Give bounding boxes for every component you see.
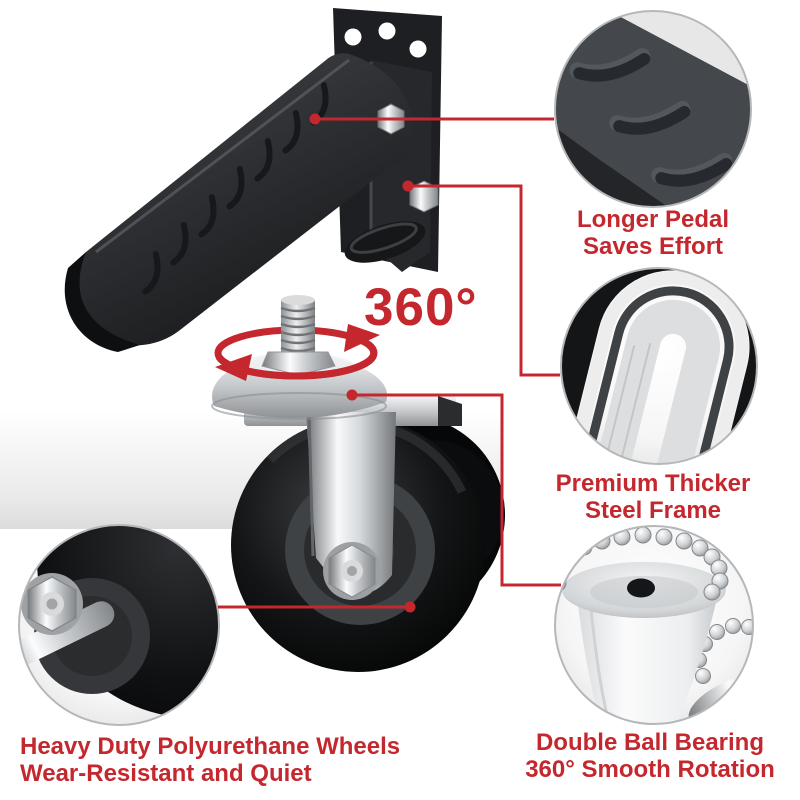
callout-label-pedal-line2: Saves Effort [582,233,724,260]
callout-label-bearing-line1: Double Ball Bearing [535,729,765,756]
callout-label-wheel-line1: Heavy Duty Polyurethane Wheels [20,733,401,760]
caster-wheel-photo [211,295,505,672]
wheel-axle-bolt [21,573,83,635]
threaded-stem [261,295,336,376]
callout-label-wheel: Heavy Duty Polyurethane Wheels Wear-Resi… [20,733,450,787]
leader-lines [218,117,561,609]
callout-label-bearing: Double Ball Bearing 360° Smooth Rotation [505,729,795,783]
leader-frame [408,184,560,377]
pedal-grip-texture [142,82,329,295]
axle-nut [323,542,381,600]
callout-label-frame: Premium Thicker Steel Frame [527,470,779,524]
rotation-badge: 360° [364,278,478,337]
callout-label-pedal: Longer Pedal Saves Effort [527,206,779,260]
leader-bearing [352,393,561,587]
callout-bubble-wheel [18,524,220,726]
callout-bubble-bearing [554,525,754,725]
callout-label-frame-line2: Steel Frame [584,497,722,524]
callout-label-frame-line1: Premium Thicker [555,470,751,497]
brake-pedal-photo [64,8,442,352]
callout-label-wheel-line2: Wear-Resistant and Quiet [20,760,312,787]
callout-label-pedal-line1: Longer Pedal [576,206,730,233]
callout-label-bearing-line2: 360° Smooth Rotation [525,756,775,783]
leader-dots [309,113,416,613]
